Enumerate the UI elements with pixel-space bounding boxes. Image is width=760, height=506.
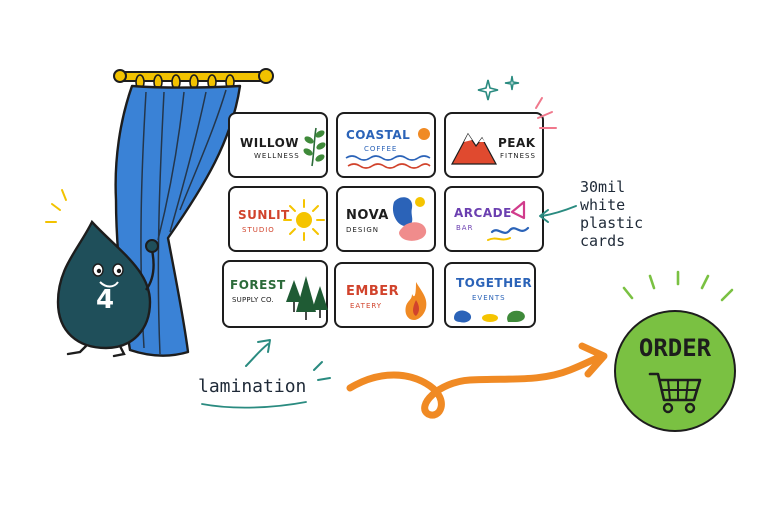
card-subtitle: FITNESS xyxy=(500,152,536,160)
logo-card-ember[interactable]: EMBER EATERY xyxy=(334,262,434,328)
sun-icon xyxy=(283,199,325,241)
note-line: white xyxy=(580,196,626,214)
pine-trees-icon xyxy=(286,276,328,320)
order-burst-icon xyxy=(622,270,734,302)
card-title: TOGETHER xyxy=(456,276,533,290)
colored-blobs-icon xyxy=(454,310,525,323)
logo-card-nova[interactable]: NOVA DESIGN xyxy=(336,186,436,252)
note-line: 30mil xyxy=(580,178,626,196)
curtain-mascot-art xyxy=(45,68,274,358)
blob-shapes-icon xyxy=(392,197,427,241)
card-subtitle: EVENTS xyxy=(472,294,506,302)
card-subtitle: STUDIO xyxy=(242,226,275,234)
logo-card-forest[interactable]: FOREST SUPPLY CO. xyxy=(222,260,328,328)
lamination-label: lamination xyxy=(198,376,307,397)
curtain-rod-icon xyxy=(113,68,274,90)
leaf-icon xyxy=(303,127,326,167)
card-title: SUNLIT xyxy=(238,208,290,222)
triangle-squiggle-icon xyxy=(487,200,530,241)
mountain-icon xyxy=(451,132,498,165)
flame-icon xyxy=(405,282,427,320)
order-label: ORDER xyxy=(638,334,712,362)
logo-card-coastal[interactable]: COASTAL COFFEE xyxy=(336,112,436,178)
card-subtitle: WELLNESS xyxy=(254,152,300,160)
card-title: FOREST xyxy=(230,278,286,292)
mascot-number: 4 xyxy=(95,285,115,315)
card-subtitle: BAR xyxy=(456,224,474,232)
water-drop-mascot xyxy=(56,219,159,358)
card-title: COASTAL xyxy=(346,128,411,142)
sparkle-icon xyxy=(477,75,557,129)
logo-card-willow[interactable]: WILLOW WELLNESS xyxy=(228,112,328,178)
note-line: plastic xyxy=(580,214,644,232)
orange-arrow-icon xyxy=(346,342,608,419)
card-title: WILLOW xyxy=(240,136,300,150)
logo-card-arcade[interactable]: ARCADE BAR xyxy=(444,186,544,252)
logo-card-sunlit[interactable]: SUNLIT STUDIO xyxy=(228,186,328,252)
waves-sun-icon xyxy=(345,128,431,169)
note-pointer-arrow-icon xyxy=(539,205,577,223)
shopping-cart-icon xyxy=(648,372,702,414)
card-subtitle: COFFEE xyxy=(364,145,398,153)
card-subtitle: SUPPLY CO. xyxy=(232,296,274,304)
lamination-arrows-icon xyxy=(201,339,331,409)
mascot-sparkle-icon xyxy=(45,189,67,223)
card-subtitle: DESIGN xyxy=(346,226,379,234)
card-material-note: 30mil white plastic cards xyxy=(580,178,660,250)
order-button[interactable]: ORDER xyxy=(614,310,736,432)
card-title: NOVA xyxy=(346,208,389,223)
note-line: cards xyxy=(580,232,626,250)
logo-card-together[interactable]: TOGETHER EVENTS xyxy=(444,262,536,328)
logo-card-peak[interactable]: PEAK FITNESS xyxy=(444,112,544,178)
card-title: EMBER xyxy=(346,284,400,299)
card-subtitle: EATERY xyxy=(350,302,383,310)
card-title: ARCADE xyxy=(454,206,512,220)
card-title: PEAK xyxy=(498,136,536,150)
